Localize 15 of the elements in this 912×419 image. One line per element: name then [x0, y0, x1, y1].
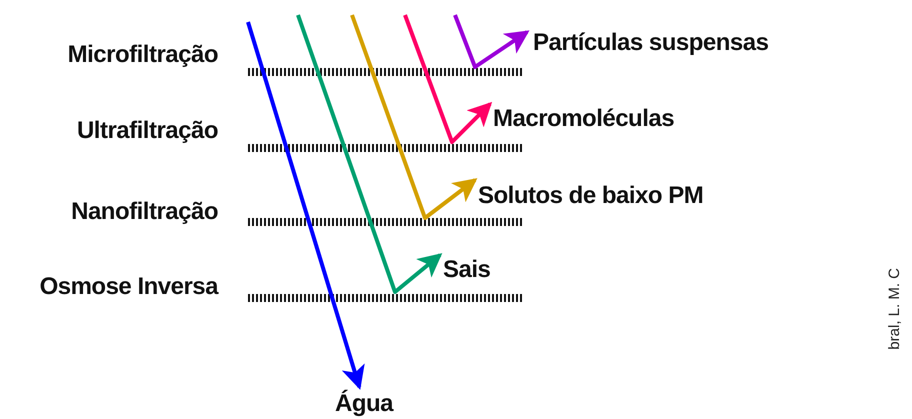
- membrane-label: Nanofiltração: [71, 197, 218, 227]
- arrow: [296, 14, 442, 294]
- arrow: [453, 14, 530, 69]
- product-label: Solutos de baixo PM: [478, 181, 704, 211]
- product-label: Água: [335, 389, 393, 419]
- product-label: Macromoléculas: [493, 104, 674, 134]
- credit-text: bral, L. M. C: [886, 268, 904, 350]
- membrane-label: Ultrafiltração: [76, 116, 218, 146]
- product-label: Sais: [443, 255, 490, 285]
- membrane-label: Osmose Inversa: [40, 272, 218, 302]
- arrow: [246, 21, 365, 390]
- arrow: [403, 14, 492, 144]
- arrow: [350, 14, 478, 220]
- membrane-label: Microfiltração: [68, 40, 218, 70]
- product-label: Partículas suspensas: [533, 28, 768, 58]
